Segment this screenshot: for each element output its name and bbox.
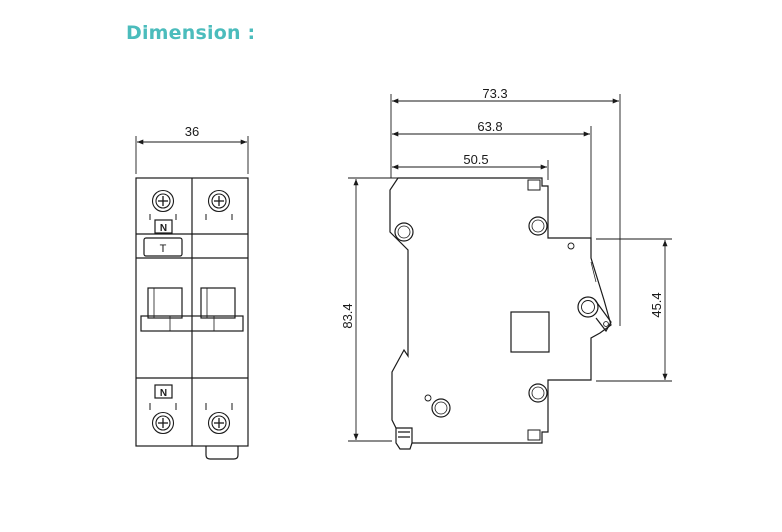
rivet-icon <box>431 398 451 418</box>
bottom-n-label: N <box>160 388 167 399</box>
bottom-n-marker <box>154 384 173 399</box>
dimension-heading: Dimension : <box>126 22 256 44</box>
screw-icon <box>151 411 175 435</box>
front-view <box>135 136 249 460</box>
front-width-dimension <box>135 136 249 174</box>
test-button <box>143 237 183 257</box>
face-height-label: 45.4 <box>649 292 664 317</box>
handle-left <box>147 287 183 319</box>
toggle-lever <box>594 299 612 333</box>
side-body-outline <box>389 177 612 444</box>
handle-right <box>200 287 236 319</box>
height-label: 83.4 <box>340 303 355 328</box>
front-width-label: 36 <box>185 124 199 139</box>
handle-bar <box>140 315 244 332</box>
test-button-label: T <box>160 243 167 255</box>
side-view <box>348 94 672 450</box>
side-din-clip <box>395 428 413 450</box>
overall-depth-label: 73.3 <box>482 86 507 101</box>
rivet-icon <box>528 383 548 403</box>
toggle-pivot <box>577 296 599 318</box>
screw-icon <box>207 189 231 213</box>
mid-depth-label: 63.8 <box>477 119 502 134</box>
rivet-icon <box>394 222 414 242</box>
din-clip <box>205 446 239 460</box>
label-window <box>510 311 550 353</box>
rivet-icon <box>528 216 548 236</box>
top-n-marker <box>154 219 173 234</box>
base-depth-label: 50.5 <box>463 152 488 167</box>
screw-icon <box>151 189 175 213</box>
top-n-label: N <box>160 223 167 234</box>
screw-icon <box>207 411 231 435</box>
